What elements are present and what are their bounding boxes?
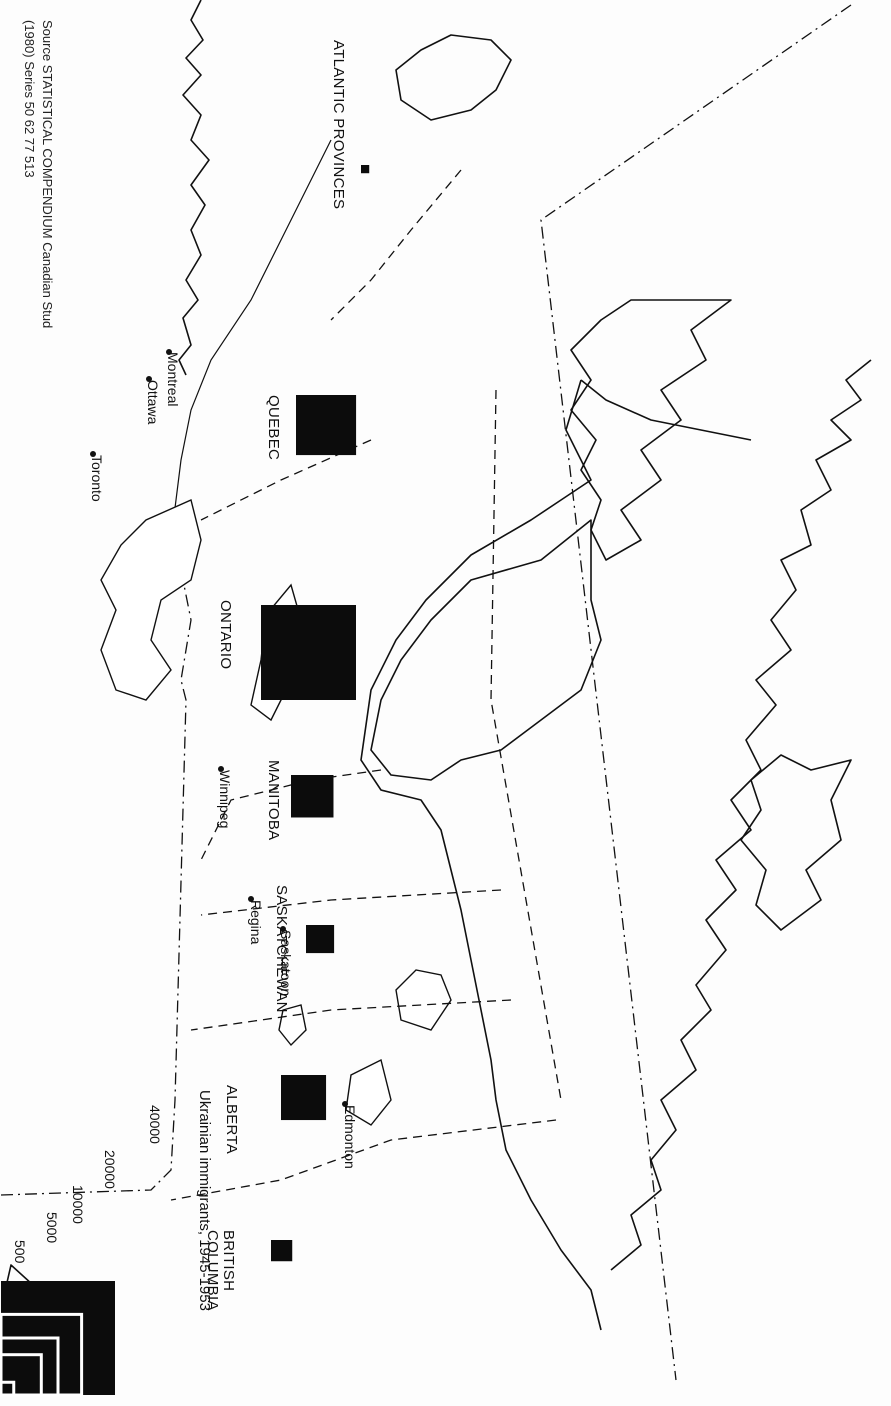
source-line-2: (1980) Series 50 62 77 513 — [22, 20, 38, 178]
label-quebec: QUEBEC — [265, 395, 282, 461]
city-label-saskatoon: Saskatoon — [278, 930, 294, 997]
city-label-winnipeg: Winnipeg — [217, 770, 233, 829]
legend-square-500 — [0, 1380, 16, 1397]
city-label-ottawa: Ottawa — [145, 380, 161, 425]
city-label-montreal: Montreal — [165, 352, 181, 407]
legend-value-5000: 5000 — [44, 1212, 60, 1244]
label-ontario: ONTARIO — [217, 600, 234, 670]
source-line-1: Source STATISTICAL COMPENDIUM Canadian S… — [40, 20, 55, 329]
west-coastline — [178, 0, 210, 376]
square-qc — [295, 395, 357, 456]
square-bc — [271, 1240, 293, 1262]
city-label-edmonton: Edmonton — [342, 1105, 358, 1169]
manitoba-ontario-border — [200, 769, 382, 861]
territories-border — [490, 389, 562, 1101]
legend-title: Ukrainian immigrants, 1945-1953 — [196, 1090, 213, 1311]
labrador-coast — [580, 379, 752, 441]
legend-value-20000: 20000 — [102, 1150, 118, 1189]
hudson-bay — [370, 519, 602, 781]
city-dot-montreal — [166, 349, 172, 355]
great-bear-lake — [395, 969, 452, 1031]
proportional-squares — [261, 165, 370, 1262]
great-slave-lake — [345, 1058, 392, 1126]
square-on — [261, 605, 356, 700]
legend-value-500: 500 — [12, 1240, 28, 1264]
st-lawrence-river — [170, 139, 332, 541]
city-dots — [90, 349, 348, 1107]
quebec-labrador-border — [330, 169, 462, 321]
baffin-island — [570, 299, 732, 561]
great-lakes — [100, 499, 202, 701]
square-mb — [291, 775, 334, 818]
legend-squares — [0, 1281, 115, 1397]
victoria-island — [740, 754, 852, 931]
city-dot-toronto — [90, 451, 96, 457]
label-manitoba: MANITOBA — [265, 760, 282, 841]
source-note: Source STATISTICAL COMPENDIUM Canadian S… — [21, 20, 56, 328]
city-dot-ottawa — [146, 376, 152, 382]
city-dot-saskatoon — [280, 926, 286, 932]
arctic-islands — [610, 359, 872, 1271]
bc-alberta-border — [170, 1119, 557, 1201]
legend-value-40000: 40000 — [147, 1105, 163, 1144]
label-alberta: ALBERTA — [223, 1085, 240, 1155]
us-border — [0, 519, 192, 1196]
sask-manitoba-border — [200, 889, 502, 916]
square-ab — [280, 1075, 327, 1121]
square-sk — [306, 925, 335, 954]
square-atl — [360, 165, 370, 174]
newfoundland — [395, 34, 512, 121]
legend-value-10000: 10000 — [70, 1185, 86, 1224]
city-dot-regina — [248, 896, 254, 902]
city-label-regina: Regina — [248, 900, 264, 945]
city-dot-edmonton — [342, 1101, 348, 1107]
alaska-border — [540, 4, 852, 1381]
city-label-toronto: Toronto — [89, 455, 105, 502]
mainland-coast — [360, 379, 602, 1331]
city-dot-winnipeg — [218, 766, 224, 772]
label-atlantic-provinces: ATLANTIC PROVINCES — [330, 40, 347, 210]
alberta-sask-border — [190, 999, 512, 1031]
